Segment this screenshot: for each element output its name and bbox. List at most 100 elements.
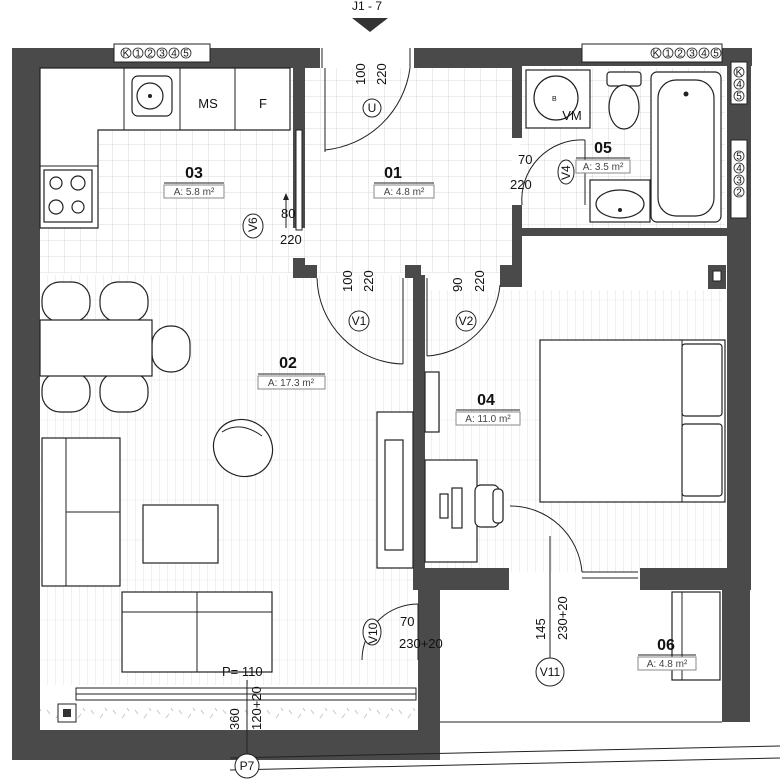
- kitchen-counter: [39, 67, 291, 229]
- room-label-01: 01 A: 4.8 m²: [373, 165, 435, 199]
- room-area: A: 3.5 m²: [583, 162, 624, 173]
- spec-code: 5: [736, 152, 742, 163]
- spec-code: 2: [736, 188, 742, 199]
- spec-circle: [662, 47, 674, 59]
- spec-circle: [733, 150, 745, 162]
- spec-circle: [733, 78, 745, 90]
- living-door-height: 220: [361, 270, 376, 292]
- spec-code: 5: [183, 49, 189, 60]
- dining-set: [39, 281, 191, 413]
- room-number: 05: [594, 140, 612, 157]
- balcony-door-bedroom-height: 230+20: [555, 596, 570, 640]
- tv-unit: [121, 591, 273, 673]
- bedroom-door[interactable]: [426, 278, 501, 357]
- svg-text:V4: V4: [559, 165, 573, 180]
- room-area: A: 4.8 m²: [384, 187, 425, 198]
- coffee-table: [142, 504, 219, 564]
- spec-circle: [120, 47, 132, 59]
- room-area: A: 11.0 m²: [465, 414, 511, 425]
- spec-code: 1: [135, 49, 141, 60]
- bedroom-door-tag: V2: [455, 310, 477, 332]
- sofa: [41, 437, 121, 587]
- spec-code: 1: [665, 49, 671, 60]
- balcony-height: 120+20: [249, 686, 264, 730]
- spec-circle: [156, 47, 168, 59]
- desk: [424, 459, 504, 563]
- spec-circle: [144, 47, 156, 59]
- balcony-tag: P7: [234, 753, 260, 779]
- entrance-door[interactable]: [321, 48, 411, 152]
- entrance-door-tag: U: [362, 98, 382, 118]
- wardrobe: [376, 371, 440, 569]
- room-label-03: 03 A: 5.8 m²: [163, 165, 225, 199]
- room-area: A: 5.8 m²: [174, 187, 215, 198]
- spec-circle: [132, 47, 144, 59]
- balcony-door-living[interactable]: [361, 603, 419, 661]
- room-number: 04: [477, 392, 495, 409]
- spec-code: 4: [701, 49, 707, 60]
- balcony-railing: [229, 721, 780, 771]
- svg-text:B: B: [552, 96, 557, 103]
- spec-code: 2: [677, 49, 683, 60]
- spec-code: K: [736, 68, 743, 79]
- spec-circle: [733, 66, 745, 78]
- room-area: A: 4.8 m²: [647, 659, 688, 670]
- kitchen-door-tag: V6: [242, 213, 264, 239]
- balcony-width: 360: [227, 708, 242, 730]
- washbasin-icon: [589, 179, 651, 223]
- spec-circle: [168, 47, 180, 59]
- armchair: [212, 418, 274, 478]
- balcony-door-living-tag: V10: [362, 618, 382, 646]
- spec-code: 4: [171, 49, 177, 60]
- toilet-icon: [606, 71, 642, 130]
- spec-code: 4: [736, 164, 742, 175]
- spec-circle: [686, 47, 698, 59]
- spec-circle: [733, 174, 745, 186]
- spec-code: 3: [689, 49, 695, 60]
- svg-text:P7: P7: [240, 759, 255, 773]
- desk-chair-icon: [474, 484, 504, 528]
- room-number: 06: [657, 637, 675, 654]
- balcony-door-living-height: 230+20: [399, 636, 443, 651]
- living-door[interactable]: [316, 277, 404, 365]
- spec-circle: [710, 47, 722, 59]
- balcony-door-bedroom[interactable]: [509, 505, 638, 672]
- balcony-door-p: P= 110: [222, 664, 263, 679]
- entrance-door-height: 220: [374, 63, 389, 85]
- spec-code: K: [123, 49, 130, 60]
- living-door-tag: V1: [348, 310, 370, 332]
- bedroom-door-width: 90: [450, 278, 465, 292]
- spec-code: 4: [736, 80, 742, 91]
- washing-machine-label: VM: [562, 108, 582, 123]
- bed: [539, 339, 726, 503]
- spec-circle: [698, 47, 710, 59]
- spec-circle: [650, 47, 662, 59]
- svg-text:V6: V6: [246, 217, 260, 232]
- balcony-door-bedroom-tag: V11: [535, 657, 565, 687]
- kitchen-door-height: 220: [280, 232, 302, 247]
- bathroom-door-tag: V4: [557, 159, 575, 185]
- bathroom-door-height: 220: [510, 177, 532, 192]
- entrance-label: J1 - 7: [352, 0, 382, 13]
- svg-text:V2: V2: [459, 314, 474, 328]
- kitchen-sliding-door[interactable]: [283, 129, 303, 231]
- bathroom-door-width: 70: [518, 152, 532, 167]
- stove-icon: [43, 169, 93, 223]
- freezer-label: MS: [198, 96, 218, 111]
- room-label-02: 02 A: 17.3 m²: [257, 355, 326, 390]
- spec-code: K: [653, 49, 660, 60]
- sink-icon: [131, 75, 173, 117]
- kitchen-door-width: 80: [281, 206, 295, 221]
- svg-text:V11: V11: [540, 665, 561, 679]
- entrance-arrow-icon: [352, 18, 388, 32]
- svg-text:U: U: [368, 101, 377, 115]
- entrance-marker: J1 - 7: [352, 0, 388, 32]
- svg-text:V1: V1: [352, 314, 367, 328]
- room-label-06: 06 A: 4.8 m²: [637, 637, 697, 671]
- spec-code: 3: [736, 176, 742, 187]
- living-door-width: 100: [340, 270, 355, 292]
- room-label-04: 04 A: 11.0 m²: [455, 392, 521, 426]
